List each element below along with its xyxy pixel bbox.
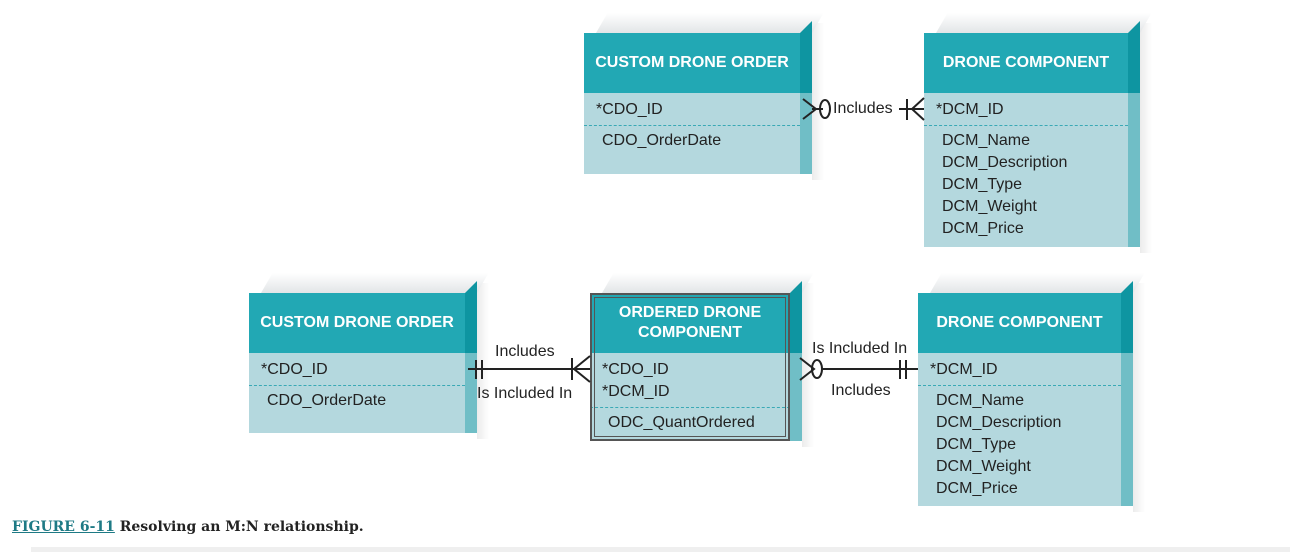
entity-side-face — [790, 281, 802, 441]
entity-title: CUSTOM DRONE ORDER — [249, 293, 465, 353]
bottom-left-label-above: Includes — [495, 343, 555, 360]
entity-front: CUSTOM DRONE ORDER *CDO_ID CDO_OrderDate — [249, 293, 465, 433]
attribute: DCM_Description — [936, 414, 1062, 431]
entity-side-header — [800, 33, 812, 93]
primary-key-section: *DCM_ID — [924, 93, 1128, 126]
attribute: DCM_Weight — [942, 198, 1037, 215]
primary-key-section: *CDO_ID — [584, 93, 800, 126]
primary-key-attribute: *DCM_ID — [936, 101, 1004, 118]
attribute-section: CDO_OrderDate — [249, 386, 465, 412]
entity-title: DRONE COMPONENT — [924, 33, 1128, 93]
attribute: DCM_Name — [936, 392, 1025, 409]
attribute: DCM_Description — [942, 154, 1068, 171]
entity-side-face — [1121, 281, 1133, 506]
attribute: CDO_OrderDate — [267, 392, 387, 409]
figure-caption: FIGURE 6-11 Resolving an M:N relationshi… — [12, 519, 364, 535]
caption-text: Resolving an M:N relationship. — [119, 519, 364, 535]
bottom-left-label-below: Is Included In — [477, 385, 573, 402]
primary-key-attribute: *CDO_ID — [602, 361, 669, 378]
attribute: ODC_QuantOrdered — [608, 414, 755, 431]
top-relationship-label: Includes — [833, 100, 893, 117]
entity-side-header — [1128, 33, 1140, 93]
attribute: CDO_OrderDate — [602, 132, 722, 149]
attribute: DCM_Price — [936, 480, 1018, 497]
primary-key-section: *CDO_ID — [249, 353, 465, 386]
entity-shadow — [1140, 23, 1152, 253]
weak-entity-inner-border — [594, 297, 786, 437]
primary-key-attribute: *CDO_ID — [261, 361, 328, 378]
entity-side-face — [465, 281, 477, 433]
entity-side-body — [1121, 353, 1133, 506]
divider — [31, 547, 1290, 552]
primary-key-section: *CDO_ID *DCM_ID — [590, 353, 790, 408]
attribute: DCM_Weight — [936, 458, 1031, 475]
figure-link[interactable]: FIGURE 6-11 — [12, 519, 115, 535]
entity-title: DRONE COMPONENT — [918, 293, 1121, 353]
primary-key-section: *DCM_ID — [918, 353, 1121, 386]
entity-shadow — [1133, 283, 1145, 512]
bottom-left-relationship-line — [468, 355, 591, 383]
entity-side-header — [1121, 293, 1133, 353]
entity-side-header — [790, 293, 802, 353]
entity-custom-drone-order-bottom: CUSTOM DRONE ORDER *CDO_ID CDO_OrderDate — [249, 273, 489, 439]
attribute-section: CDO_OrderDate — [584, 126, 800, 152]
attribute: DCM_Type — [936, 436, 1017, 453]
entity-side-body — [790, 353, 802, 441]
entity-side-body — [465, 353, 477, 433]
attribute: DCM_Type — [942, 176, 1023, 193]
bottom-right-relationship-line — [799, 357, 918, 381]
primary-key-attribute: *CDO_ID — [596, 101, 663, 118]
entity-front: ORDERED DRONE COMPONENT *CDO_ID *DCM_ID ODC… — [590, 293, 790, 441]
bottom-right-label-above: Is Included In — [812, 340, 908, 357]
attribute-section: ODC_QuantOrdered — [590, 408, 790, 434]
entity-ordered-drone-component: ORDERED DRONE COMPONENT *CDO_ID *DCM_ID ODC… — [590, 273, 814, 447]
primary-key-attribute: *DCM_ID — [930, 361, 998, 378]
entity-side-face — [1128, 21, 1140, 247]
entity-shadow — [812, 23, 824, 180]
top-relationship-line — [802, 97, 925, 121]
weak-entity-border — [590, 293, 790, 441]
entity-side-header — [465, 293, 477, 353]
attribute: DCM_Price — [942, 220, 1024, 237]
entity-custom-drone-order-top: CUSTOM DRONE ORDER *CDO_ID CDO_OrderDate — [584, 13, 824, 180]
entity-title: CUSTOM DRONE ORDER — [584, 33, 800, 93]
attribute: DCM_Name — [942, 132, 1031, 149]
primary-key-attribute: *DCM_ID — [602, 383, 670, 400]
entity-side-body — [1128, 93, 1140, 247]
bottom-right-label-below: Includes — [831, 382, 891, 399]
entity-title: ORDERED DRONE COMPONENT — [590, 293, 790, 353]
entity-front: CUSTOM DRONE ORDER *CDO_ID CDO_OrderDate — [584, 33, 800, 174]
